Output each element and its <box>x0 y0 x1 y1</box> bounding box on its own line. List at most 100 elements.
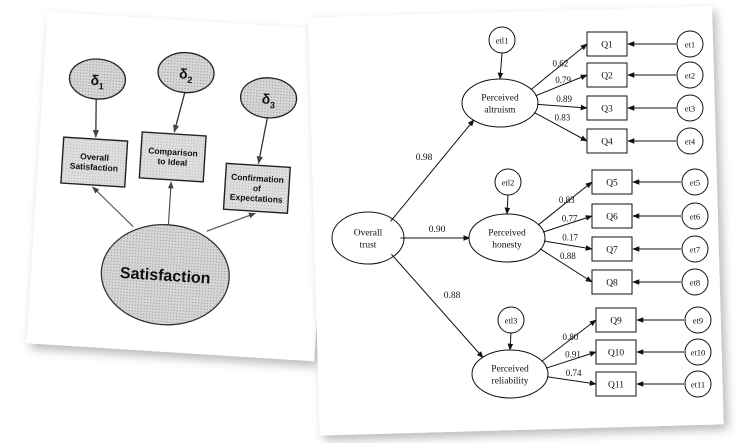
item-error-node <box>684 370 712 398</box>
error-term-symbol: δ <box>179 65 188 82</box>
error-to-indicator-arrow <box>92 99 99 138</box>
factor-error-arrow <box>497 52 504 80</box>
error-term-symbol: δ <box>261 90 270 107</box>
indicator-box <box>60 136 129 188</box>
item-error-node <box>676 94 704 122</box>
item-box <box>586 31 628 57</box>
item-error-label: et3 <box>685 104 695 114</box>
factor-error-label: etl2 <box>502 178 515 188</box>
item-loading-label: 0.83 <box>559 195 575 205</box>
indicator-label: Overall <box>80 151 109 163</box>
item-loading-label: 0.79 <box>555 75 571 85</box>
indicator-box <box>138 131 207 183</box>
item-box <box>586 128 628 154</box>
item-loading-label: 0.80 <box>563 332 579 342</box>
item-loading-label: 0.89 <box>556 94 572 104</box>
error-term-node <box>239 77 298 119</box>
structural-loading-label: 0.98 <box>416 153 433 163</box>
item-box <box>595 307 637 333</box>
factor-node <box>471 349 549 399</box>
item-error-node <box>681 235 709 263</box>
item-loading-label: 0.91 <box>565 349 581 359</box>
indicator-label: Satisfaction <box>70 161 119 174</box>
item-loading-label: 0.77 <box>562 213 578 223</box>
item-error-label: et2 <box>685 71 695 81</box>
indicator-label: Confirmation <box>231 172 284 185</box>
error-term-subscript: 2 <box>187 75 193 85</box>
item-error-label: et9 <box>693 316 703 326</box>
item-error-node <box>684 338 712 366</box>
error-to-indicator-arrow <box>173 92 186 133</box>
indicator-label: Comparison <box>148 145 198 158</box>
item-error-node <box>676 30 704 58</box>
item-error-label: et5 <box>690 178 700 188</box>
item-label: Q5 <box>606 179 618 189</box>
factor-label: reliability <box>492 376 529 386</box>
item-error-label: et10 <box>691 348 706 358</box>
item-loading-arrow <box>542 215 593 233</box>
item-label: Q4 <box>601 138 613 148</box>
item-box <box>595 371 637 397</box>
structural-path-arrow <box>390 119 475 222</box>
item-error-label: et1 <box>685 40 695 50</box>
factor-node <box>461 78 539 128</box>
item-label: Q1 <box>601 41 613 51</box>
item-box <box>586 95 628 121</box>
structural-loading-label: 0.90 <box>429 225 446 235</box>
item-error-node <box>681 202 709 230</box>
error-term-subscript: 1 <box>98 81 104 91</box>
factor-error-arrow <box>507 332 514 351</box>
item-loading-arrow <box>537 103 588 111</box>
factor-label: Perceived <box>488 228 526 238</box>
error-term-label: δ2 <box>179 65 194 85</box>
item-label: Q9 <box>610 317 622 327</box>
latent-satisfaction-node <box>100 224 230 326</box>
latent-to-indicator-arrow <box>92 186 134 228</box>
item-loading-arrow <box>530 43 588 91</box>
item-loading-arrow <box>545 351 597 369</box>
item-label: Q3 <box>601 105 613 115</box>
item-error-node <box>676 127 704 155</box>
item-error-node <box>681 268 709 296</box>
item-loading-label: 0.83 <box>554 112 570 122</box>
item-box <box>591 169 633 195</box>
item-loading-arrow <box>541 319 597 362</box>
item-error-label: et7 <box>690 245 700 255</box>
item-error-node <box>681 168 709 196</box>
item-error-label: et8 <box>690 278 700 288</box>
right-diagram-content: Overalltrust0.98etl1Perceivedaltruism0.6… <box>331 26 712 399</box>
error-term-label: δ1 <box>90 72 105 92</box>
item-label: Q2 <box>601 72 613 82</box>
structural-loading-label: 0.88 <box>444 291 461 301</box>
error-term-subscript: 3 <box>270 100 276 110</box>
factor-error-label: etl3 <box>505 316 518 326</box>
error-term-symbol: δ <box>90 72 99 89</box>
indicator-label: to Ideal <box>157 156 187 168</box>
item-loading-arrow <box>535 74 588 97</box>
item-loading-label: 0.88 <box>560 251 576 261</box>
factor-label: Perceived <box>481 93 519 103</box>
item-label: Q10 <box>608 349 625 359</box>
item-error-label: et6 <box>690 212 700 222</box>
item-loading-arrow <box>537 181 593 226</box>
latent-to-indicator-arrow <box>167 181 174 229</box>
error-term-node <box>68 58 127 100</box>
factor-label: altruism <box>484 105 516 115</box>
item-error-label: et4 <box>685 137 696 147</box>
item-loading-label: 0.62 <box>553 59 569 69</box>
item-error-node <box>676 61 704 89</box>
item-label: Q7 <box>606 246 618 256</box>
item-loading-arrow <box>539 248 593 283</box>
overall-trust-label: Overall <box>354 228 383 238</box>
indicator-box <box>222 162 292 215</box>
item-label: Q6 <box>606 213 618 223</box>
item-loading-arrow <box>546 376 597 386</box>
factor-node <box>468 213 546 263</box>
latent-satisfaction-label: Satisfaction <box>119 265 211 288</box>
error-term-node <box>157 51 215 94</box>
indicator-label: Expectations <box>230 192 284 205</box>
item-loading-label: 0.74 <box>566 368 582 378</box>
